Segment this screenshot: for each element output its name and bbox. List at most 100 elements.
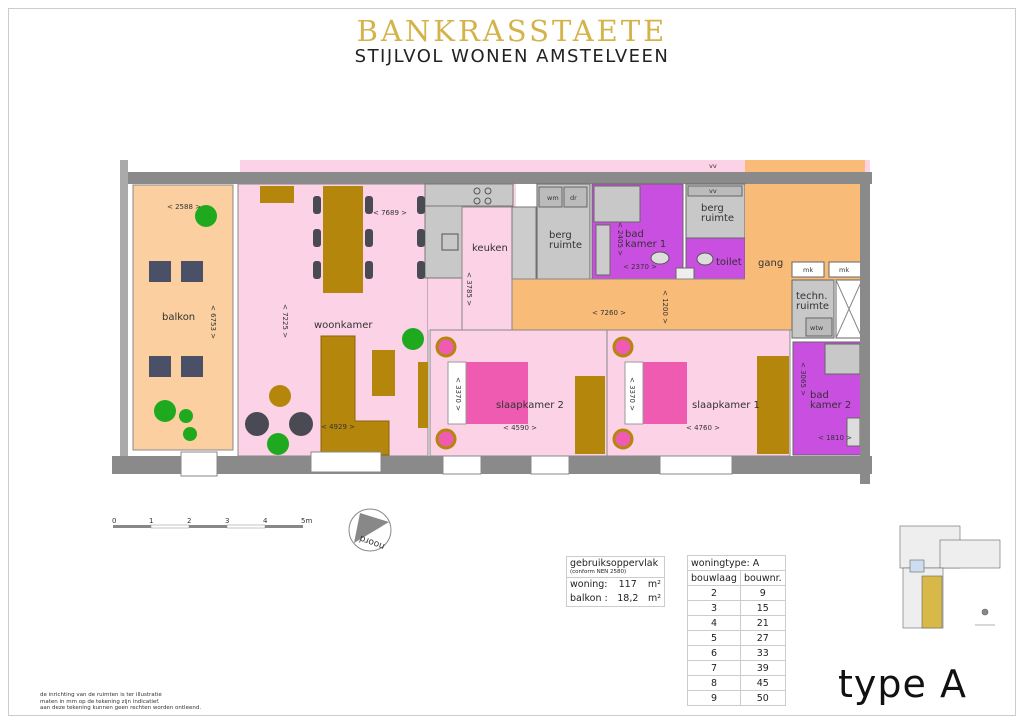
scale-tick: 1 (149, 517, 153, 525)
plant-icons (154, 205, 424, 455)
wardrobe-1 (757, 356, 789, 454)
dim-bad1-w: < 2370 > (623, 263, 657, 271)
room-label-gang: gang (758, 258, 783, 269)
units-header: bouwlaag (687, 570, 741, 586)
room-label-balkon: balkon (162, 312, 195, 323)
area-row-balkon: balkon : 18,2 m² (567, 592, 664, 606)
room-label-slaapkamer-2: slaapkamer 2 (496, 400, 564, 411)
washbasin-icon (595, 224, 611, 276)
room-label-slaapkamer-1: slaapkamer 1 (692, 400, 760, 411)
dim-balkon-w: < 2588 > (167, 203, 201, 211)
room-label-bad2-b: kamer 2 (810, 400, 851, 411)
area-subtitle: (conform NEN 2580) (567, 569, 664, 578)
fixture-wm: wm (547, 194, 559, 202)
room-label-keuken: keuken (472, 243, 508, 254)
room-label-techn-b: ruimte (796, 301, 829, 312)
bottom-wall (112, 456, 872, 474)
kitchen-island (461, 206, 513, 331)
fixture-vv2: vv (709, 187, 717, 195)
area-value: 18,2 (617, 593, 639, 604)
dim-woon-sofa: < 4929 > (321, 423, 355, 431)
disclaimer: de inrichting van de ruimten is ter illu… (40, 692, 201, 712)
dim-balkon-l: < 6753 > (209, 305, 217, 339)
fixture-mk1: mk (803, 266, 813, 274)
neighbour-strip (240, 160, 870, 172)
dim-slaap2-h: < 3370 > (454, 377, 462, 411)
fixture-vv1: vv (709, 162, 717, 170)
balcony-floor (132, 184, 234, 451)
scale-tick: 3 (225, 517, 229, 525)
neighbour-strip-hall (745, 160, 865, 172)
area-row-woning: woning: 117 m² (567, 578, 664, 592)
fixture-mk2: mk (839, 266, 849, 274)
dim-bad1-h: < 2405 > (616, 222, 624, 256)
area-unit: m² (647, 579, 661, 590)
room-label-berg1: berg (549, 230, 572, 241)
toilet-icon (650, 251, 670, 265)
toilet-room (685, 237, 746, 280)
dim-bad2-h: < 3065 > (799, 362, 807, 396)
dim-woon-l: < 7225 > (281, 304, 289, 338)
units-title: woningtype: A (687, 555, 786, 571)
dim-slaap2-w: < 4590 > (503, 424, 537, 432)
dim-woon-w: < 7689 > (373, 209, 407, 217)
room-label-toilet: toilet (716, 257, 742, 268)
room-label-woonkamer: woonkamer (314, 320, 373, 331)
area-table: gebruiksoppervlak (conform NEN 2580) won… (566, 556, 665, 607)
scale-bar: 0 1 2 3 4 5m (112, 517, 312, 529)
type-label: type A (838, 662, 967, 706)
fixture-wtw: wtw (810, 324, 824, 332)
dim-bad2-w: < 1810 > (818, 434, 852, 442)
scale-tick: 0 (112, 517, 116, 525)
area-label: woning: (570, 579, 608, 590)
kitchen-cabinet (511, 206, 537, 280)
page-frame (8, 8, 1016, 716)
balcony-rail (120, 160, 128, 460)
brand-logo: BANKRASSTAETE (356, 14, 668, 48)
area-value: 117 (618, 579, 637, 590)
hall-floor (511, 278, 793, 331)
dim-keuken: < 3785 > (465, 272, 473, 306)
scale-tick: 5m (301, 517, 312, 525)
kitchen-counter-top (424, 183, 514, 207)
room-label-bad1: bad (625, 229, 644, 240)
shower-icon (593, 185, 641, 223)
room-label-bad2: bad (810, 390, 829, 401)
room-label-techn: techn. (796, 291, 827, 302)
area-label: balkon : (570, 593, 608, 604)
room-label-berg1-b: ruimte (549, 240, 582, 251)
wardrobe-2 (575, 376, 605, 454)
dim-slaap1-w: < 4760 > (686, 424, 720, 432)
top-wall (120, 172, 872, 184)
area-unit: m² (647, 593, 661, 604)
disclaimer-line: maten in mm op de tekening zijn indicati… (40, 698, 160, 705)
room-label-berg2-b: ruimte (701, 213, 734, 224)
scale-tick: 2 (187, 517, 191, 525)
right-wall (860, 184, 870, 484)
dim-gang-h: < 1200 > (661, 290, 669, 324)
dim-slaap1-h: < 3370 > (628, 377, 636, 411)
key-plan (899, 525, 1001, 629)
disclaimer-line: de inrichting van de ruimten is ter illu… (40, 692, 162, 698)
tagline: STIJLVOL WONEN AMSTELVEEN (354, 46, 670, 67)
sink-icon (441, 233, 459, 251)
dim-gang-w: < 7260 > (592, 309, 626, 317)
disclaimer-line: aan deze tekening kunnen geen rechten wo… (40, 705, 202, 711)
area-title: gebruiksoppervlak (570, 558, 659, 569)
room-label-bad1-b: kamer 1 (625, 239, 666, 250)
fixture-dr: dr (570, 194, 577, 202)
north-arrow-icon: noord (348, 508, 392, 552)
room-label-berg2: berg (701, 203, 724, 214)
units-header: bouwnr. (739, 570, 786, 586)
scale-tick: 4 (263, 517, 268, 525)
